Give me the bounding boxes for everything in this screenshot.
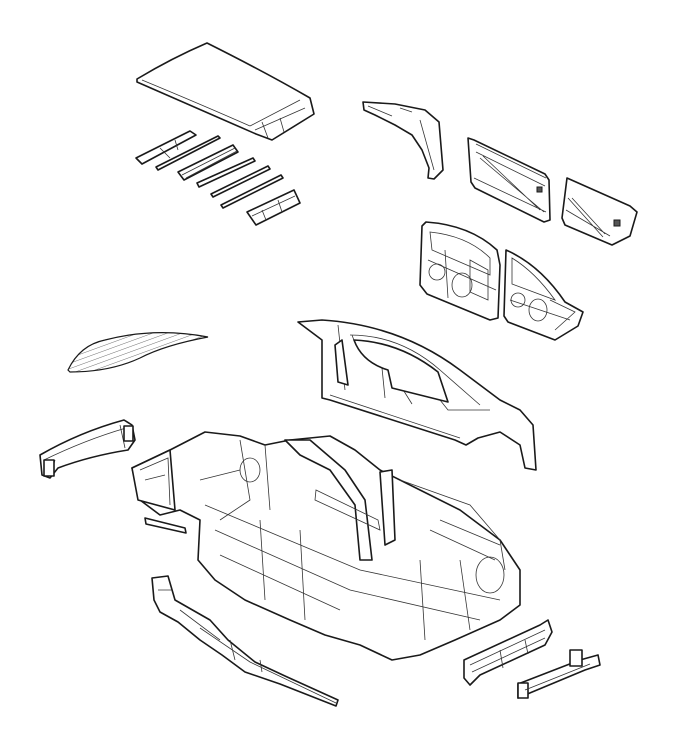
body-in-white-underbody	[131, 431, 521, 661]
windshield	[67, 332, 209, 373]
rear-bumper-beam	[517, 649, 601, 699]
roof-bows	[135, 130, 301, 226]
rear-door-inner-frame	[503, 249, 584, 341]
front-fender-apron	[362, 101, 444, 180]
body-side-frame	[297, 319, 537, 471]
roof-panel	[136, 42, 315, 141]
rear-crossmember	[463, 619, 553, 686]
front-bumper-beam	[39, 419, 136, 479]
rear-door-outer-panel	[561, 177, 638, 246]
rocker-sill-rail	[151, 575, 339, 707]
front-door-inner-frame	[419, 221, 501, 321]
front-door-outer-panel	[467, 137, 551, 223]
